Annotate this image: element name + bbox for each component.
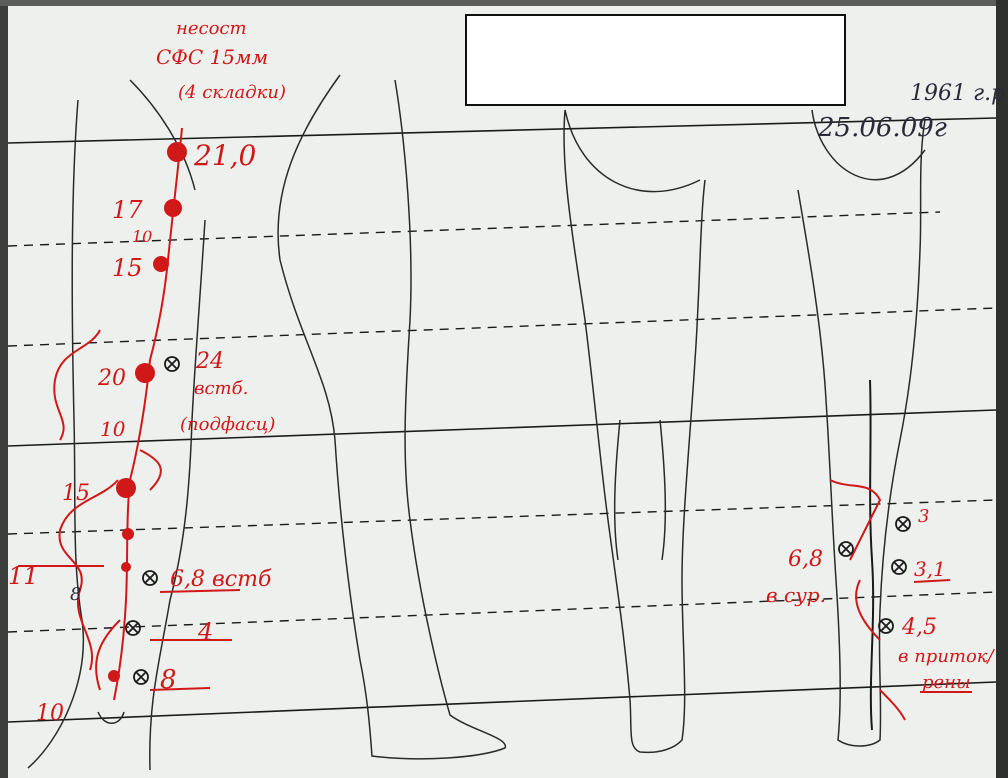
perforator-45-note-1: в приток/ — [898, 646, 996, 667]
photo-edge-left — [0, 0, 8, 778]
redaction-box — [465, 14, 846, 106]
diameter-top: 21,0 — [193, 139, 256, 172]
perforator-3-label: 3 — [918, 506, 929, 527]
level-line-knee — [8, 410, 996, 446]
vein-dot-21 — [167, 142, 187, 162]
leg3-outline-outer — [564, 110, 705, 752]
photo-edge-right — [996, 0, 1008, 778]
vein-dot-15 — [153, 256, 169, 272]
vein-dot-10 — [108, 670, 120, 682]
vein-dot-17 — [164, 199, 182, 217]
vein-dot-8 — [121, 562, 131, 572]
perforator-4-label: 4 — [197, 618, 213, 646]
sfs-note-line-1: несост — [176, 18, 247, 39]
leg3-calf-line — [615, 420, 620, 560]
sfs-note-line-2: СФС 15мм — [156, 45, 268, 69]
photo-edge-top — [0, 0, 1008, 6]
vein-dot-20 — [135, 363, 155, 383]
varicose-branch-right-3 — [880, 690, 905, 720]
perforator-68-label: 6,8 встб — [170, 567, 272, 592]
perforator-24-label: 24 — [195, 349, 224, 374]
leg3-calf-line-2 — [660, 420, 665, 560]
birth-year-text: 1961 г.р. — [910, 81, 1008, 106]
perforator-marker-68 — [143, 571, 157, 585]
perforator-24-note-2: (подфасц) — [180, 414, 275, 435]
vein-dot-11 — [122, 528, 134, 540]
diameter-8: 8 — [70, 584, 81, 605]
dashed-line-2 — [8, 308, 996, 346]
perforator-marker-31 — [892, 560, 906, 574]
diameter-20: 20 — [97, 366, 126, 391]
perforator-marker-68r — [839, 542, 853, 556]
diameter-10c: 10 — [36, 701, 64, 726]
exam-date-text: 25.06.09г — [817, 113, 947, 143]
level-lines — [8, 118, 996, 722]
varicose-branch-right-2 — [856, 580, 880, 640]
perforator-marker-8 — [134, 670, 148, 684]
perforator-68r-note: в сур. — [766, 583, 826, 607]
sfs-note-line-3: (4 складки) — [178, 82, 286, 103]
perforator-45-label: 4,5 — [901, 615, 937, 640]
diameter-10a: 10 — [132, 227, 152, 246]
dashed-line-3 — [8, 500, 996, 534]
perforator-68r-label: 6,8 — [788, 547, 823, 572]
varicose-branch-right-1 — [830, 480, 880, 560]
varicose-branch-medial — [140, 450, 161, 490]
perforator-marker-4 — [126, 621, 140, 635]
varicose-branch-thigh — [54, 330, 100, 440]
left-leg-perforators — [126, 357, 179, 684]
right-leg-perforators — [839, 517, 910, 633]
perforator-31-label: 3,1 — [914, 557, 946, 581]
perforator-45-note-2: рены — [922, 672, 971, 693]
diameter-15b: 15 — [62, 481, 90, 506]
perforator-marker-24 — [165, 357, 179, 371]
dashed-level-lines — [8, 212, 996, 632]
leg3-buttock — [565, 110, 700, 192]
diameter-10b: 10 — [100, 417, 126, 441]
perforator-marker-3 — [896, 517, 910, 531]
leg1-outline-outer — [28, 100, 83, 768]
level-line-ankle — [8, 682, 996, 722]
perforator-24-note-1: встб. — [194, 378, 248, 399]
diameter-17: 17 — [112, 196, 143, 224]
perforator-marker-45 — [879, 619, 893, 633]
dashed-line-4 — [8, 592, 996, 632]
diameter-15: 15 — [112, 254, 143, 282]
varicose-branch-calf — [60, 480, 118, 670]
small-saphenous-vein — [870, 380, 873, 730]
vein-dot-15b — [116, 478, 136, 498]
leg2-outline-outer — [278, 75, 505, 759]
